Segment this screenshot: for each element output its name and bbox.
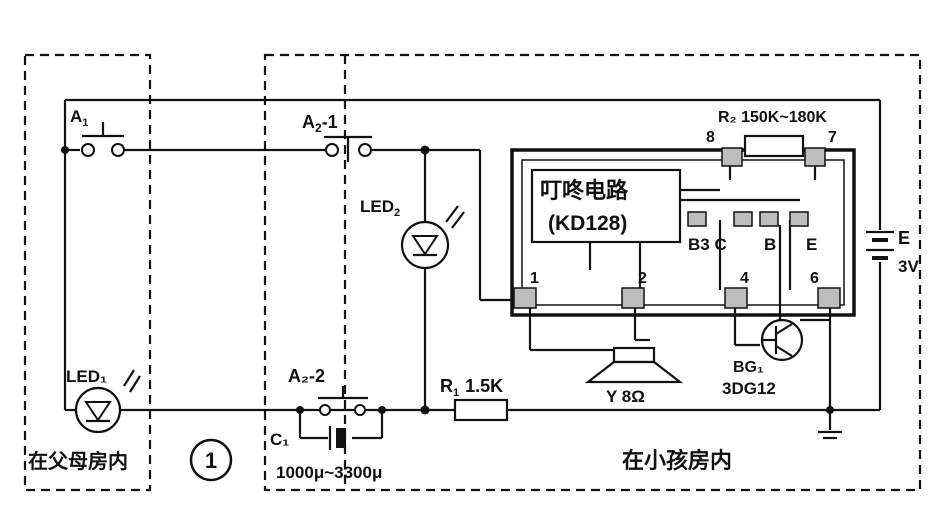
speaker [584, 346, 684, 384]
label-pin6: 6 [810, 270, 819, 287]
switch-a1 [81, 122, 125, 157]
label-parents-room: 在父母房内 [28, 449, 128, 473]
led2 [400, 205, 465, 270]
figure-number-badge: 1 [189, 438, 233, 482]
chip-board [510, 148, 856, 317]
pad-8 [721, 147, 743, 167]
resistor-r2 [743, 134, 805, 158]
label-a2-1: A2-1 [302, 112, 338, 135]
chip-model: (KD128) [548, 212, 627, 235]
label-led2: LED2 [360, 197, 400, 219]
resistor-r1 [453, 398, 509, 422]
battery-e [866, 230, 894, 260]
pad-7 [804, 147, 826, 167]
label-pin1: 1 [530, 270, 539, 287]
label-pin-e: E [806, 235, 817, 254]
capacitor-c1 [328, 426, 346, 450]
label-pin2: 2 [638, 270, 647, 287]
led1 [74, 369, 141, 434]
junction-dots [61, 145, 834, 415]
parents-room-boundary [23, 53, 152, 492]
pad-4 [724, 287, 748, 309]
pad-1 [513, 287, 537, 309]
label-r2: R₂ 150K~180K [718, 109, 827, 126]
label-battery-ref: E [898, 228, 910, 248]
label-led1: LED₁ [66, 367, 107, 386]
child-room-boundary [263, 53, 922, 492]
label-c1-value: 1000μ~3300μ [276, 463, 382, 482]
label-child-room: 在小孩房内 [622, 448, 732, 474]
chip-pads [513, 147, 841, 309]
label-pin8: 8 [706, 129, 715, 146]
label-a1: A1 [70, 107, 88, 129]
pad-6 [817, 287, 841, 309]
switch-a2-2 [318, 386, 368, 416]
label-speaker: Y 8Ω [606, 387, 645, 406]
pad-2 [621, 287, 645, 309]
chip-title: 叮咚电路 [540, 178, 629, 204]
label-transistor-model: 3DG12 [722, 379, 776, 398]
label-pin-b: B [764, 235, 776, 254]
pad-b [759, 211, 779, 227]
label-a2-2: A₂-2 [288, 366, 325, 386]
label-pins-b3c: B3 C [688, 235, 727, 254]
switch-a2-1 [324, 135, 372, 162]
wiring [63, 98, 882, 440]
label-pin7: 7 [828, 129, 837, 146]
figure-number: 1 [205, 448, 217, 473]
pad-e [789, 211, 809, 227]
chip-ic-block [530, 168, 682, 244]
pad-b3 [687, 211, 707, 227]
label-transistor-ref: BG₁ [733, 359, 764, 376]
label-pin4: 4 [740, 270, 749, 287]
pad-c [733, 211, 753, 227]
label-c1: C₁ [270, 430, 289, 449]
transistor-bg1 [760, 318, 804, 362]
label-battery-voltage: 3V [898, 257, 919, 276]
